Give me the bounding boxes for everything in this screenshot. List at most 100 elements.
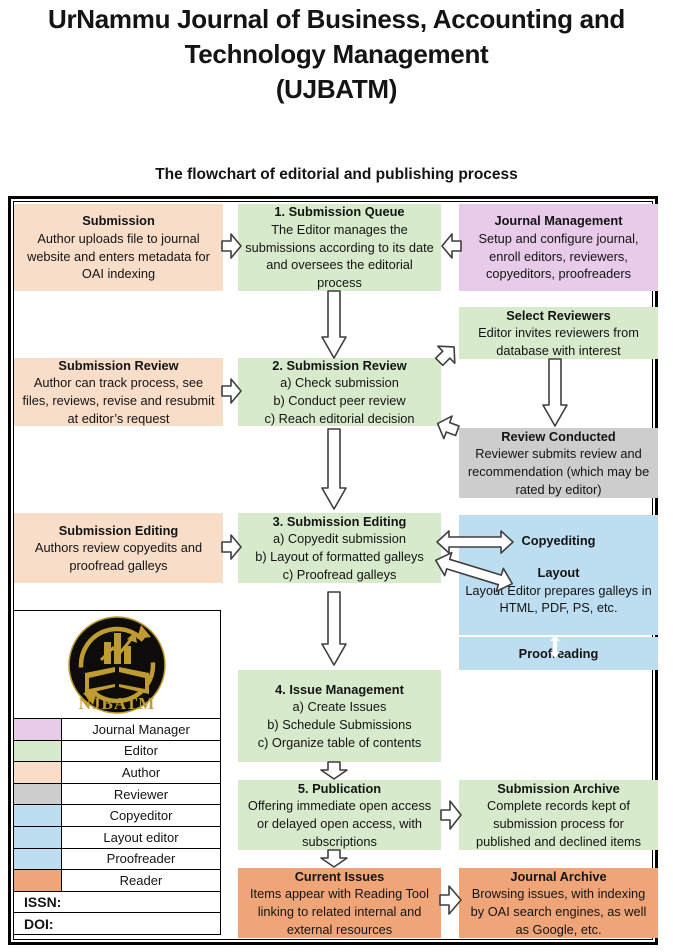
box-current-issues-title: Current Issues (294, 868, 385, 884)
legend-swatch-layout-editor (14, 826, 62, 848)
legend-row-journal-manager: Journal Manager (14, 718, 220, 740)
box-submission-archive-title: Submission Archive (497, 780, 620, 796)
box-submission-queue: 1. Submission Queue The Editor manages t… (238, 204, 441, 291)
box-issue-management-line-b: b) Schedule Submissions (267, 717, 412, 732)
box-select-reviewers-title: Select Reviewers (506, 307, 611, 323)
legend-swatch-reader (14, 870, 62, 891)
arrow-review-to-editing-icon (321, 428, 347, 510)
box-copyediting-title: Copyediting (521, 533, 596, 549)
box-issue-management-title: 4. Issue Management (275, 681, 404, 697)
box-submission-editing-line-b: b) Layout of formatted galleys (255, 549, 424, 564)
legend-row-editor: Editor (14, 739, 220, 762)
legend-box: NJBATM Journal Manager Editor Author Rev… (13, 610, 221, 935)
legend-swatch-author (14, 762, 62, 783)
box-submission: Submission Author uploads file to journa… (14, 204, 223, 291)
box-submission-editing-line-a: a) Copyedit submission (272, 531, 406, 547)
box-current-issues-body: Items appear with Reading Tool linking t… (249, 886, 430, 937)
legend-row-proofreader: Proofreader (14, 847, 220, 870)
arrow-current-issues-to-journal-archive-icon (439, 885, 462, 915)
box-publication: 5. Publication Offering immediate open a… (238, 780, 441, 850)
box-publication-body: Offering immediate open access or delaye… (247, 798, 432, 849)
journal-logo-text: NJBATM (79, 694, 156, 713)
box-submission-editing-title: 3. Submission Editing (272, 513, 407, 529)
box-submission-queue-body: The Editor manages the submissions accor… (245, 222, 434, 290)
box-submission-archive: Submission Archive Complete records kept… (459, 780, 658, 850)
legend-swatch-proofreader (14, 848, 62, 870)
journal-logo-icon: NJBATM (68, 615, 166, 714)
arrow-submission-to-queue-icon (221, 233, 242, 259)
journal-logo: NJBATM (14, 611, 220, 718)
legend-swatch-copyeditor (14, 805, 62, 826)
box-review-conducted-title: Review Conducted (501, 428, 616, 444)
legend-label-journal-manager: Journal Manager (92, 721, 190, 737)
arrow-review-to-select-reviewers-icon (430, 337, 464, 371)
box-current-issues: Current Issues Items appear with Reading… (238, 868, 441, 938)
box-select-reviewers-body: Editor invites reviewers from database w… (478, 325, 639, 358)
box-submission-review-line-b: b) Conduct peer review (273, 393, 406, 408)
arrow-publication-to-submission-archive-icon (440, 800, 462, 830)
box-submission-editing: 3. Submission Editing a) Copyedit submis… (238, 513, 441, 583)
legend-row-copyeditor: Copyeditor (14, 804, 220, 826)
box-publication-title: 5. Publication (297, 780, 382, 796)
box-submission-title: Submission (82, 213, 155, 229)
legend-label-author: Author (121, 764, 161, 780)
box-submission-editing-line-c: c) Proofread galleys (282, 566, 397, 582)
box-submission-review-author-title: Submission Review (58, 357, 179, 373)
box-submission-review-line-c: c) Reach editorial decision (264, 410, 415, 426)
arrow-editing-layout-double-icon (431, 547, 518, 598)
legend-label-reader: Reader (119, 872, 163, 888)
legend-label-editor: Editor (124, 743, 158, 759)
legend-row-reviewer: Reviewer (14, 782, 220, 805)
box-issue-management-line-c: c) Organize table of contents (257, 734, 422, 750)
arrow-publication-to-current-issues-icon (320, 849, 348, 868)
legend-swatch-editor (14, 740, 62, 762)
page-title-line2: Technology Management (184, 39, 489, 69)
box-review-conducted-body: Reviewer submits review and recommendati… (467, 446, 650, 497)
arrow-author-review-to-review-icon (221, 378, 242, 404)
page-title: UrNammu Journal of Business, Accounting … (0, 2, 673, 107)
arrow-queue-to-review-icon (321, 290, 347, 359)
legend-label-proofreader: Proofreader (106, 851, 176, 867)
box-submission-review: 2. Submission Review a) Check submission… (238, 358, 441, 426)
box-journal-archive-title: Journal Archive (510, 868, 607, 884)
arrow-layout-proofreading-double-icon (549, 634, 561, 659)
legend-doi-label: DOI: (24, 915, 54, 932)
box-layout-title: Layout (537, 565, 580, 580)
box-issue-management: 4. Issue Management a) Create Issues b) … (238, 670, 441, 762)
arrow-editing-to-issue-management-icon (321, 591, 347, 666)
box-submission-editing-author-body: Authors review copyedits and proofread g… (34, 540, 203, 573)
arrow-issue-management-to-publication-icon (320, 761, 348, 780)
box-journal-archive-body: Browsing issues, with indexing by OAI se… (470, 886, 647, 937)
box-submission-review-title: 2. Submission Review (272, 357, 407, 373)
legend-row-reader: Reader (14, 869, 220, 891)
legend-issn-row: ISSN: (14, 890, 220, 913)
legend-label-layout-editor: Layout editor (103, 829, 179, 845)
box-submission-review-line-a: a) Check submission (280, 375, 399, 391)
legend-label-reviewer: Reviewer (113, 786, 169, 802)
page-title-line3: (UJBATM) (275, 74, 398, 104)
box-submission-review-author-body: Author can track process, see files, rev… (22, 375, 215, 426)
arrow-review-conducted-to-review-icon (432, 411, 462, 443)
box-issue-management-line-a: a) Create Issues (292, 699, 387, 715)
box-review-conducted: Review Conducted Reviewer submits review… (459, 428, 658, 498)
box-select-reviewers: Select Reviewers Editor invites reviewer… (459, 307, 658, 359)
legend-row-author: Author (14, 761, 220, 783)
legend-issn-label: ISSN: (24, 894, 62, 911)
legend-swatch-journal-manager (14, 719, 62, 740)
legend-label-copyeditor: Copyeditor (109, 808, 173, 824)
arrow-editing-copyediting-double-icon (436, 529, 514, 555)
box-submission-review-author: Submission Review Author can track proce… (14, 358, 223, 426)
box-journal-management-title: Journal Management (494, 213, 623, 229)
legend-doi-row: DOI: (14, 912, 220, 934)
legend-swatch-reviewer (14, 783, 62, 805)
legend-row-layout-editor: Layout editor (14, 825, 220, 848)
box-submission-archive-body: Complete records kept of submission proc… (475, 798, 642, 849)
box-submission-body: Author uploads file to journal website a… (27, 230, 210, 282)
arrow-journal-management-to-queue-icon (441, 233, 462, 259)
box-layout-body: Layout Editor prepares galleys in HTML, … (465, 582, 652, 616)
arrow-select-reviewers-to-review-conducted-icon (542, 358, 568, 427)
flowchart-caption: The flowchart of editorial and publishin… (155, 166, 518, 183)
box-submission-queue-title: 1. Submission Queue (274, 204, 405, 220)
box-submission-editing-author-title: Submission Editing (58, 522, 179, 538)
arrow-author-editing-to-editing-icon (221, 534, 242, 560)
